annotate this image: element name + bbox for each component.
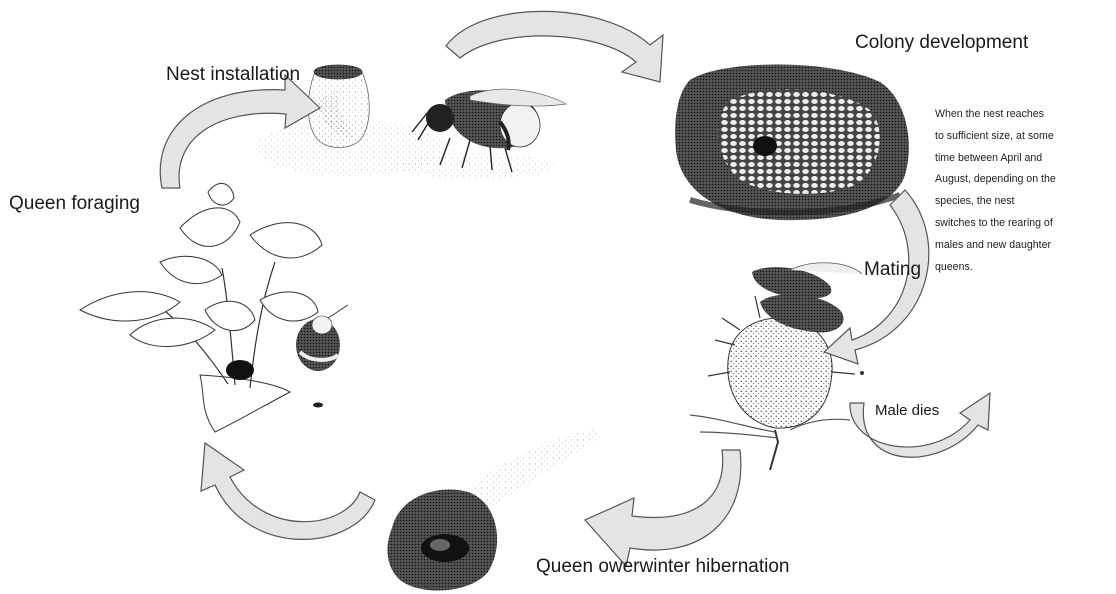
queen-foraging-label: Queen foraging xyxy=(9,193,140,215)
note-line: to sufficient size, at some xyxy=(935,126,1113,148)
thistle-mating-illustration xyxy=(690,263,864,470)
nest-installation-label: Nest installation xyxy=(166,64,300,86)
mating-label: Mating xyxy=(864,259,921,281)
note-line: switches to the rearing of xyxy=(935,213,1113,235)
note-line: queens. xyxy=(935,257,1113,279)
colony-switch-note: When the nest reaches to sufficient size… xyxy=(935,104,1113,278)
foraging-flower-illustration xyxy=(80,183,348,432)
note-line: When the nest reaches xyxy=(935,104,1113,126)
queen-hibernation-label: Queen owerwinter hibernation xyxy=(536,556,790,578)
note-line: time between April and xyxy=(935,148,1113,170)
arrow-nest-to-colony xyxy=(446,11,663,82)
colony-nest-illustration xyxy=(675,65,909,221)
arrow-mating-to-hibernation xyxy=(585,450,741,566)
note-line: species, the nest xyxy=(935,191,1113,213)
colony-development-label: Colony development xyxy=(855,32,1028,54)
note-line: August, depending on the xyxy=(935,169,1113,191)
male-dies-label: Male dies xyxy=(875,402,939,419)
note-line: males and new daughter xyxy=(935,235,1113,257)
arrow-hibernation-to-foraging xyxy=(201,443,375,539)
